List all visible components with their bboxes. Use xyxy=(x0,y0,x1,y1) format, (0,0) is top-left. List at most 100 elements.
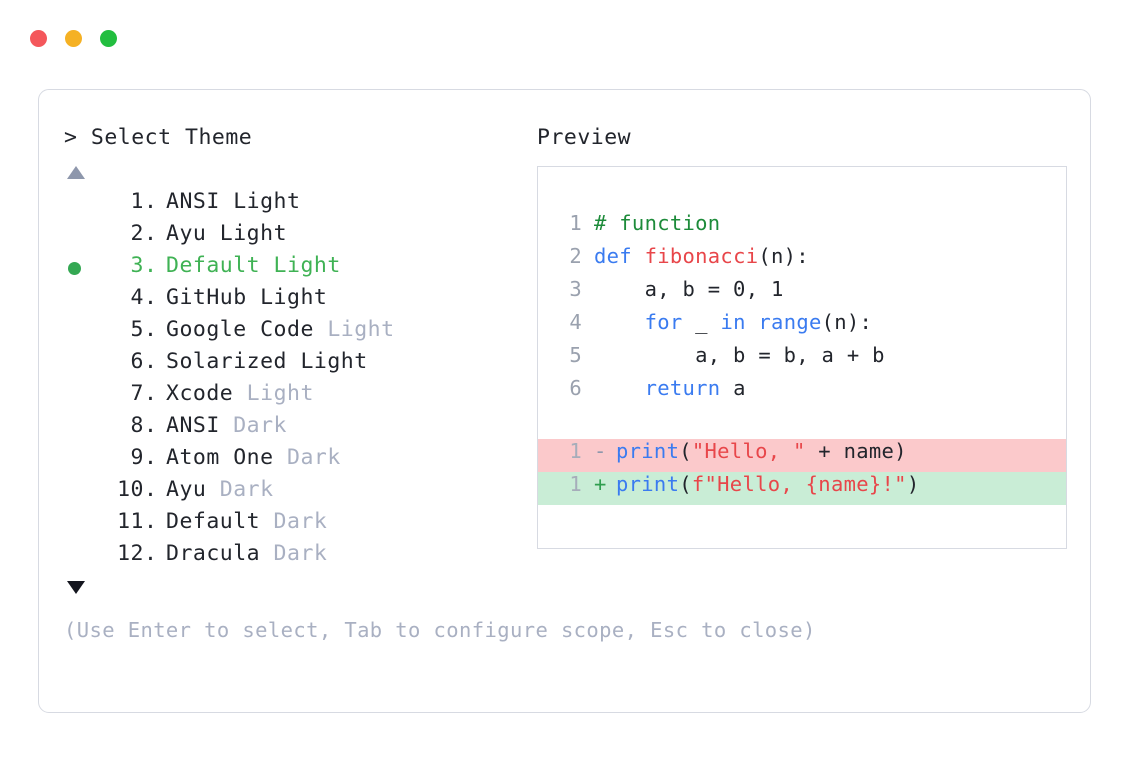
selection-bullet-cell xyxy=(64,189,100,221)
theme-item-variant: Light xyxy=(313,316,395,342)
theme-item-index: 10 xyxy=(117,476,144,502)
theme-item-index-dot: . xyxy=(144,284,158,310)
theme-item-index-dot: . xyxy=(144,540,158,566)
theme-item-index-dot: . xyxy=(144,252,158,278)
page-title: Select Theme xyxy=(90,125,253,150)
theme-item-name: ANSI xyxy=(166,188,220,214)
theme-item-index-dot: . xyxy=(144,380,158,406)
theme-item-index-dot: . xyxy=(144,412,158,438)
triangle-down-icon[interactable] xyxy=(67,580,85,594)
selection-bullet-cell xyxy=(64,413,100,445)
code-token: a, b = b, a + b xyxy=(594,342,885,367)
theme-item-name: Dracula xyxy=(166,540,261,566)
code-token: a xyxy=(720,375,746,400)
theme-list-item-8[interactable]: 8.ANSI Dark xyxy=(64,413,534,445)
code-token: return xyxy=(644,375,721,400)
code-line-text: # function xyxy=(594,211,720,235)
theme-item-index-dot: . xyxy=(144,316,158,342)
code-line-text: a, b = 0, 1 xyxy=(594,277,784,301)
theme-item-index: 6 xyxy=(130,348,144,374)
diff-line-remove: 1-print("Hello, " + name) xyxy=(538,438,1066,472)
theme-item-index: 12 xyxy=(117,540,144,566)
selection-bullet-icon xyxy=(68,262,81,275)
code-line-text: for _ in range(n): xyxy=(594,310,872,334)
code-token: in xyxy=(720,309,746,334)
code-line-number: 1 xyxy=(569,210,582,235)
theme-item-index: 1 xyxy=(130,188,144,214)
theme-item-name: Default xyxy=(166,252,261,278)
code-token: ) xyxy=(906,471,920,496)
theme-item-variant: Dark xyxy=(273,444,341,470)
theme-item-variant: Light xyxy=(287,348,368,374)
theme-item-variant: Dark xyxy=(260,508,328,534)
code-token: _ xyxy=(682,309,721,334)
triangle-up-icon[interactable] xyxy=(67,165,85,179)
theme-item-index: 7 xyxy=(130,380,144,406)
code-token: ( xyxy=(679,438,692,463)
code-line: 4 for _ in range(n): xyxy=(538,310,1066,343)
theme-list-item-9[interactable]: 9.Atom One Dark xyxy=(64,445,534,477)
selection-bullet-cell xyxy=(64,221,100,253)
code-line: 1 # function xyxy=(538,211,1066,244)
theme-item-index: 3 xyxy=(130,252,144,278)
code-token: (n): xyxy=(758,243,809,268)
code-token: range xyxy=(758,309,822,334)
theme-list-item-2[interactable]: 2.Ayu Light xyxy=(64,221,534,253)
theme-list-item-10[interactable]: 10.Ayu Dark xyxy=(64,477,534,509)
code-token: for xyxy=(644,309,683,334)
theme-item-index-dot: . xyxy=(144,220,158,246)
selection-bullet-cell xyxy=(64,381,100,413)
code-line-number: 2 xyxy=(569,243,582,268)
selection-bullet-cell xyxy=(64,477,100,509)
selection-bullet-cell xyxy=(64,285,100,317)
theme-item-name: ANSI xyxy=(166,412,220,438)
selection-bullet-cell xyxy=(64,541,100,573)
maximize-button[interactable] xyxy=(100,30,117,47)
theme-item-index: 5 xyxy=(130,316,144,342)
code-line: 6 return a xyxy=(538,376,1066,409)
theme-list-item-6[interactable]: 6.Solarized Light xyxy=(64,349,534,381)
code-line-text: def fibonacci(n): xyxy=(594,244,809,268)
theme-item-name: Ayu xyxy=(166,476,207,502)
theme-list-item-7[interactable]: 7.Xcode Light xyxy=(64,381,534,413)
diff-sign-minus-icon: - xyxy=(594,438,607,463)
theme-item-variant: Dark xyxy=(206,476,274,502)
theme-list-item-4[interactable]: 4.GitHub Light xyxy=(64,285,534,317)
theme-item-index-dot: . xyxy=(144,444,158,470)
close-button[interactable] xyxy=(30,30,47,47)
theme-list-item-1[interactable]: 1.ANSI Light xyxy=(64,189,534,221)
theme-item-index: 4 xyxy=(130,284,144,310)
theme-list-item-5[interactable]: 5.Google Code Light xyxy=(64,317,534,349)
selection-bullet-cell xyxy=(64,445,100,477)
theme-list-item-11[interactable]: 11.Default Dark xyxy=(64,509,534,541)
theme-item-variant: Dark xyxy=(260,540,328,566)
selection-bullet-cell xyxy=(64,349,100,381)
selection-bullet-cell xyxy=(64,509,100,541)
theme-item-variant: Light xyxy=(233,380,314,406)
theme-item-index: 11 xyxy=(117,508,144,534)
theme-item-index: 9 xyxy=(130,444,144,470)
diff-line-text: print("Hello, " + name) xyxy=(616,439,907,463)
code-token: print xyxy=(616,471,680,496)
theme-item-name: Default xyxy=(166,508,261,534)
code-token: a, b = 0, 1 xyxy=(594,276,784,301)
diff-sign-plus-icon: + xyxy=(594,471,607,496)
minimize-button[interactable] xyxy=(65,30,82,47)
theme-list-item-12[interactable]: 12. Dracula Dark xyxy=(64,541,534,573)
code-token: !" xyxy=(881,471,907,496)
diff-line-number: 1 xyxy=(569,471,582,496)
diff-line-add: 1 + print(f"Hello, {name}!") xyxy=(538,471,1066,505)
selection-bullet-cell xyxy=(64,317,100,349)
code-spacer xyxy=(538,409,1066,439)
theme-item-index-dot: . xyxy=(144,188,158,214)
prompt-header: > Select Theme xyxy=(64,127,534,149)
diff-lines: 1-print("Hello, " + name)1 + print(f"Hello… xyxy=(538,438,1066,505)
code-token: print xyxy=(616,438,680,463)
code-token: + name) xyxy=(805,438,907,463)
code-token xyxy=(746,310,759,334)
theme-list-item-3[interactable]: 3.Default Light xyxy=(64,253,534,285)
diff-line-text: print(f"Hello, {name}!") xyxy=(616,472,919,496)
